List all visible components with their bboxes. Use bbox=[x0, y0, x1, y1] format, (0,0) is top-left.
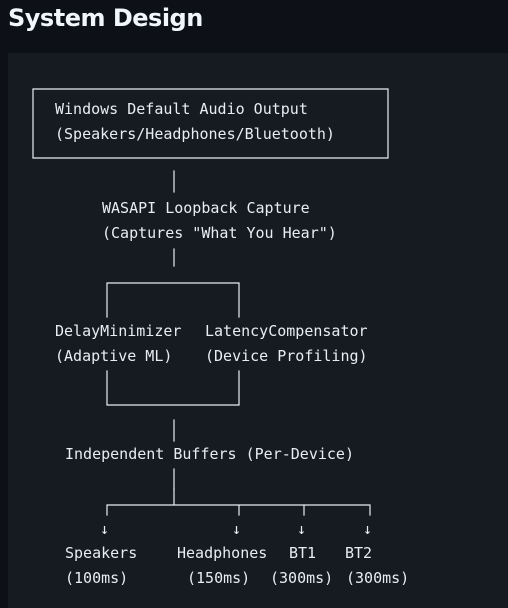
device-latency-speakers: (100ms) bbox=[65, 569, 129, 587]
arrow-bt2-icon: ↓ bbox=[363, 520, 373, 538]
right-branch-sublabel: (Device Profiling) bbox=[205, 347, 368, 365]
page-title: System Design bbox=[8, 4, 203, 32]
arrow-headphones-icon: ↓ bbox=[232, 520, 242, 538]
output-box-border bbox=[32, 88, 389, 159]
device-name-bt2: BT2 bbox=[345, 544, 373, 562]
diagram-connector-lines bbox=[32, 88, 389, 516]
fanout-bar bbox=[106, 488, 371, 516]
capture-label: WASAPI Loopback Capture bbox=[102, 199, 310, 217]
capture-sublabel: (Captures "What You Hear") bbox=[102, 224, 337, 242]
split-bracket-top bbox=[106, 282, 240, 318]
device-name-speakers: Speakers bbox=[65, 544, 138, 562]
device-latency-bt2: (300ms) bbox=[346, 569, 410, 587]
left-branch-sublabel: (Adaptive ML) bbox=[55, 347, 173, 365]
arrow-bt1-icon: ↓ bbox=[297, 520, 307, 538]
buffers-label: Independent Buffers (Per-Device) bbox=[65, 445, 354, 463]
arrow-speakers-icon: ↓ bbox=[100, 520, 110, 538]
right-branch-label: LatencyCompensator bbox=[205, 322, 368, 340]
device-name-headphones: Headphones bbox=[177, 544, 268, 562]
device-name-bt1: BT1 bbox=[289, 544, 317, 562]
device-latency-bt1: (300ms) bbox=[270, 569, 334, 587]
split-bracket-bottom bbox=[106, 370, 240, 406]
output-sublabel: (Speakers/Headphones/Bluetooth) bbox=[55, 125, 335, 143]
diagram-code-block: ↓ ↓ ↓ ↓ Windows Default Audio Output (Sp… bbox=[8, 53, 508, 608]
left-branch-label: DelayMinimizer bbox=[55, 322, 182, 340]
output-label: Windows Default Audio Output bbox=[55, 100, 308, 118]
device-latency-headphones: (150ms) bbox=[187, 569, 251, 587]
